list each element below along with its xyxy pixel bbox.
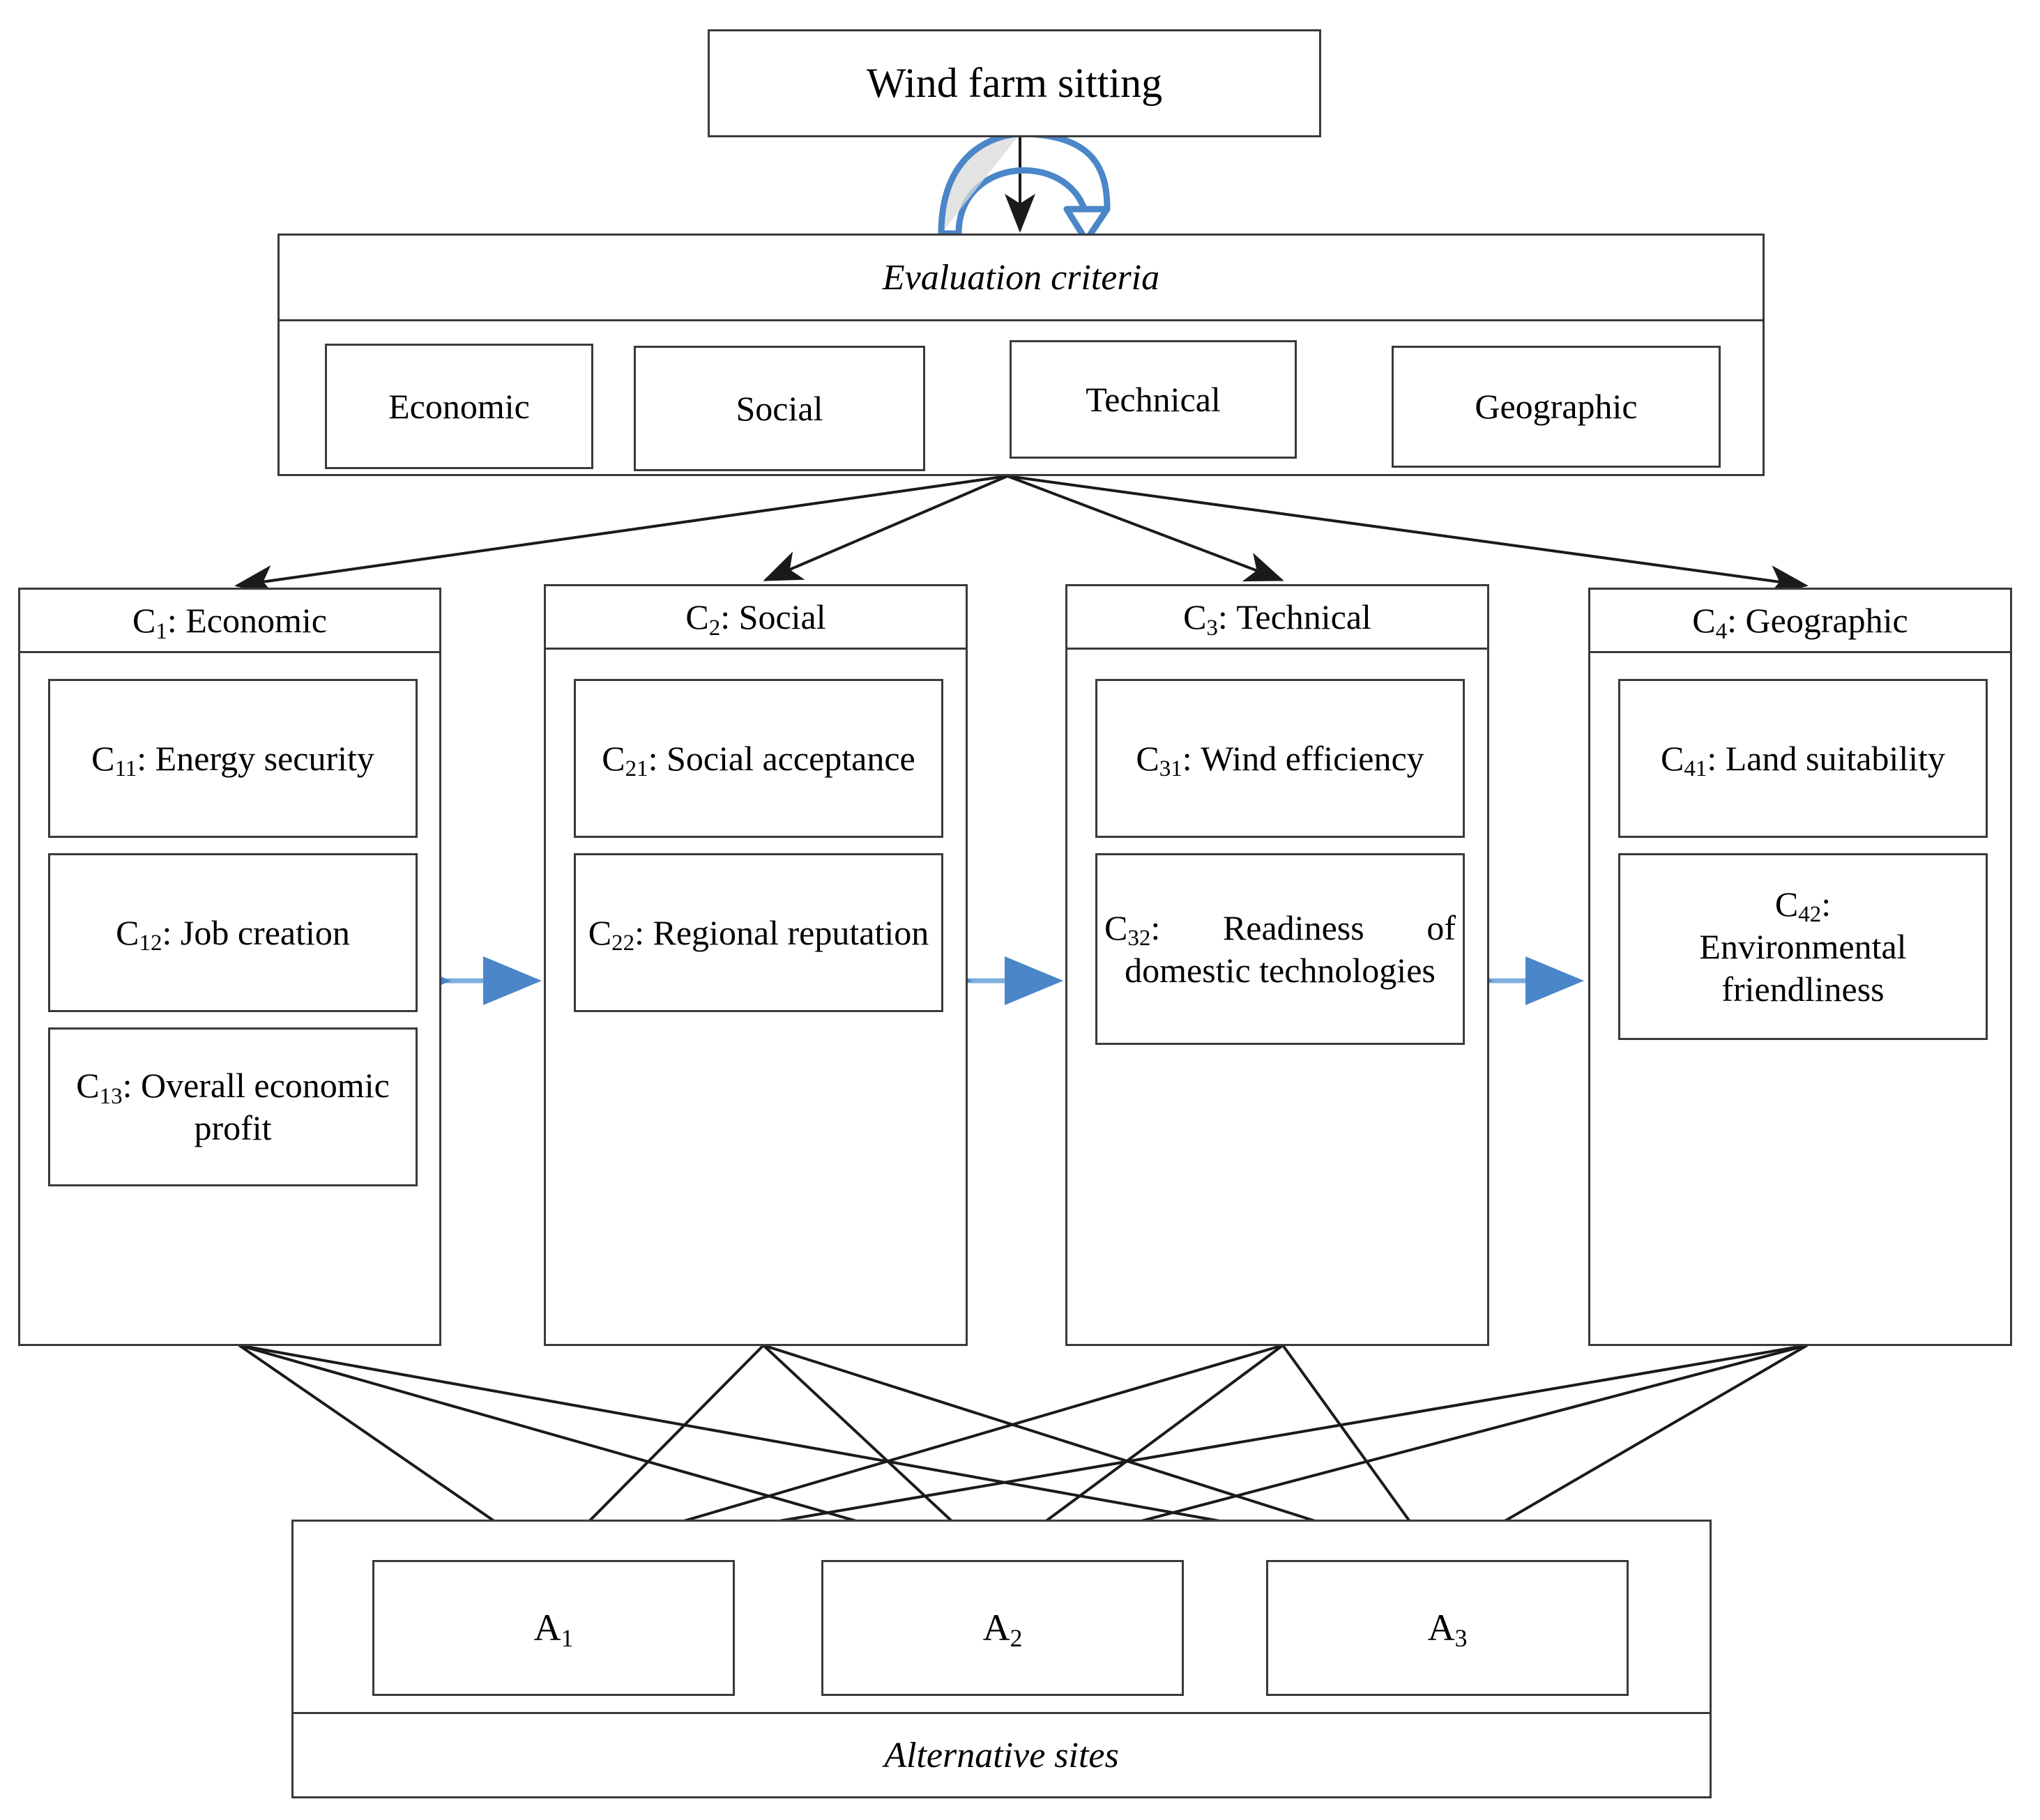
cluster-c4-code: C [1692,601,1716,640]
node-c22[interactable]: C22: Regional reputation [574,853,943,1012]
node-c31-label: C31: Wind efficiency [1136,738,1424,782]
alternatives-footer: Alternative sites [294,1712,1710,1796]
cluster-c3-index: 3 [1206,615,1218,641]
node-c12-label: C12: Job creation [116,912,350,956]
cluster-c2-index: 2 [708,615,721,641]
node-c12[interactable]: C12: Job creation [48,853,418,1012]
node-c31-code: C [1136,738,1159,778]
node-c42-code: C [1774,884,1799,924]
node-c13-name: Overall economic profit [140,1066,390,1147]
cluster-c3-technical: C3: Technical C31: Wind efficiency C32: … [1065,584,1489,1346]
node-c32-index: 32 [1127,926,1151,951]
node-c31-index: 31 [1159,756,1182,782]
criterion-label-economic: Economic [388,386,530,426]
cluster-c2-code: C [685,597,709,636]
node-c22-name: Regional reputation [653,912,929,952]
cluster-c3-name: Technical [1236,597,1371,636]
node-c11-label: C11: Energy security [91,738,374,782]
alternative-a3-code: A [1427,1606,1455,1649]
criterion-box-economic[interactable]: Economic [325,344,593,469]
criterion-label-technical: Technical [1086,379,1221,419]
node-c13-code: C [76,1066,100,1105]
cluster-c2-name: Social [738,597,826,636]
node-c42-label: C42:Environmental friendliness [1699,884,1907,1009]
alternative-a2-index: 2 [1010,1623,1023,1652]
cluster-c4-name: Geographic [1745,601,1908,640]
node-c11-name: Energy security [155,738,374,778]
node-c41-label: C41: Land suitability [1661,738,1945,782]
criterion-box-social[interactable]: Social [634,346,925,471]
node-c13-label: C13: Overall economic profit [76,1066,390,1147]
alternative-a3-index: 3 [1454,1623,1468,1652]
cluster-c4-label: C4: Geographic [1692,601,1908,644]
cluster-c3-code: C [1183,597,1207,636]
node-c11[interactable]: C11: Energy security [48,679,418,838]
evaluation-criteria-cluster: Evaluation criteria Economic Social Tech… [277,234,1765,476]
cluster-c4-geographic: C4: Geographic C41: Land suitability C42… [1588,588,2012,1346]
node-c13[interactable]: C13: Overall economic profit [48,1027,418,1186]
cluster-c1-economic: C1: Economic C11: Energy security C12: J… [18,588,441,1346]
alternative-a2-code: A [982,1606,1010,1649]
cluster-c1-name: Economic [185,601,327,640]
alternative-a2-label: A2 [982,1605,1023,1652]
evaluation-criteria-header: Evaluation criteria [280,236,1763,321]
node-c32-label: C32: Readiness of domestic technologies [1104,908,1456,990]
cluster-c1-index: 1 [155,618,167,644]
node-c32[interactable]: C32: Readiness of domestic technologies [1095,853,1465,1045]
criterion-box-technical[interactable]: Technical [1010,340,1297,459]
goal-label: Wind farm sitting [866,59,1163,106]
cluster-c3-label: C3: Technical [1183,597,1371,641]
node-c21-code: C [602,738,625,778]
node-c12-name: Job creation [180,912,350,952]
cluster-c1-header: C1: Economic [20,590,439,653]
alternative-a1-index: 1 [561,1623,574,1652]
node-c41-index: 41 [1684,756,1707,782]
node-c22-code: C [588,912,612,952]
alternative-a1-code: A [533,1606,561,1649]
cluster-c4-index: 4 [1715,618,1728,644]
node-c22-label: C22: Regional reputation [588,912,929,956]
cluster-c2-social: C2: Social C21: Social acceptance C22: R… [544,584,968,1346]
alternatives-cluster: A1 A2 A3 Alternative sites [291,1520,1712,1798]
node-c41-code: C [1661,738,1684,778]
goal-box[interactable]: Wind farm sitting [708,29,1321,137]
cluster-c4-header: C4: Geographic [1590,590,2010,653]
criterion-box-geographic[interactable]: Geographic [1392,346,1721,468]
cluster-c3-header: C3: Technical [1067,586,1487,650]
node-c42-name: Environmental friendliness [1699,926,1907,1009]
node-c12-code: C [116,912,139,952]
node-c32-code: C [1104,908,1128,947]
node-c22-index: 22 [611,931,635,956]
node-c21[interactable]: C21: Social acceptance [574,679,943,838]
node-c41-name: Land suitability [1725,738,1945,778]
links-criteria-to-clusters [234,475,1809,596]
node-c31-name: Wind efficiency [1201,738,1424,778]
node-c11-index: 11 [114,756,137,782]
cluster-c1-code: C [132,601,156,640]
node-c42[interactable]: C42:Environmental friendliness [1618,853,1988,1040]
node-c31[interactable]: C31: Wind efficiency [1095,679,1465,838]
node-c21-index: 21 [625,756,648,782]
alternative-a3-label: A3 [1427,1605,1468,1652]
evaluation-criteria-label: Evaluation criteria [882,257,1160,298]
alternative-a3[interactable]: A3 [1266,1560,1629,1696]
cluster-c2-header: C2: Social [546,586,966,650]
alternative-a1-label: A1 [533,1605,574,1652]
criterion-label-geographic: Geographic [1475,387,1638,426]
cluster-c2-label: C2: Social [685,597,826,641]
node-c12-index: 12 [139,931,162,956]
node-c11-code: C [91,738,115,778]
node-c21-name: Social acceptance [667,738,915,778]
node-c21-label: C21: Social acceptance [602,738,915,782]
cluster-c1-label: C1: Economic [132,601,327,644]
node-c41[interactable]: C41: Land suitability [1618,679,1988,838]
node-c42-index: 42 [1798,902,1822,928]
feedback-loop-icon [938,130,1111,244]
alternative-a1[interactable]: A1 [372,1560,735,1696]
node-c13-index: 13 [99,1083,123,1109]
node-c32-name: Readiness of domestic technologies [1125,908,1456,990]
alternatives-footer-label: Alternative sites [884,1735,1119,1775]
criterion-label-social: Social [736,388,823,428]
alternative-a2[interactable]: A2 [821,1560,1184,1696]
